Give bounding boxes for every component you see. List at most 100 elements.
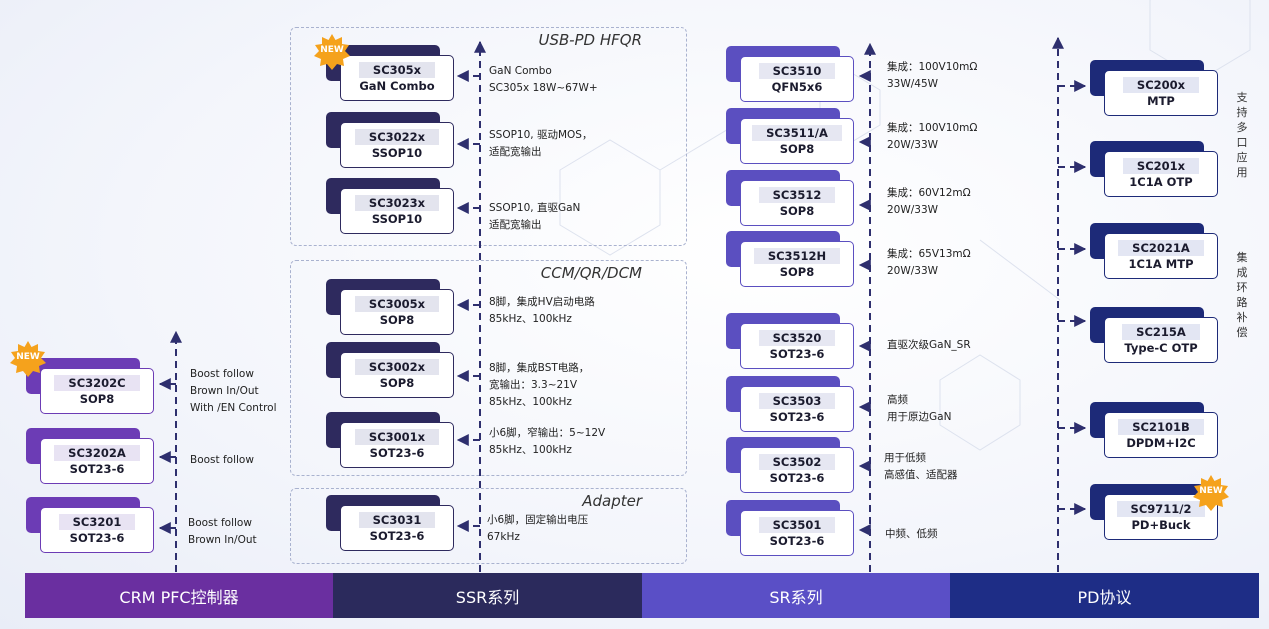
chip-package: QFN5x6 [771,80,823,94]
chip-package: Type-C OTP [1124,341,1198,355]
chip-package: SOT23-6 [769,534,825,548]
chip-name: SC3511/A [752,125,842,141]
desc-sc3512: 集成：60V12mΩ 20W/33W [887,187,971,216]
chip-package: SOT23-6 [69,531,125,545]
chip-name: SC3201 [58,514,136,530]
desc-sc3502: 用于低频 高感值、适配器 [884,452,958,481]
group-ccm-qr-dcm: CCM/QR/DCM [290,260,687,476]
chip-sc215a: SC215A Type-C OTP [1090,307,1218,365]
chip-sc2021a: SC2021A 1C1A MTP [1090,223,1218,281]
desc-sc3001x: 小6脚，窄输出：5~12V 85kHz、100kHz [489,427,606,456]
chip-package: SOP8 [379,313,415,327]
label-multi-port: 支持多口应用 [1236,91,1248,179]
new-badge-icon: NEW [9,340,47,378]
chip-sc3023x: SC3023x SSOP10 [326,178,454,236]
chip-package: SOP8 [79,392,115,406]
footer-crm-pfc: CRM PFC控制器 [25,573,333,618]
chip-package: SOP8 [779,204,815,218]
chip-sc305x: SC305x GaN Combo [326,45,454,103]
chip-package: PD+Buck [1131,518,1191,532]
desc-sc3510: 集成：100V10mΩ 33W/45W [887,61,978,90]
chip-sc3512h: SC3512H SOP8 [726,231,854,289]
chip-package: SOT23-6 [769,410,825,424]
chip-name: SC3510 [758,63,836,79]
desc-sc3022x: SSOP10, 驱动MOS， 适配宽输出 [489,129,593,158]
desc-sc3202a: Boost follow [190,454,254,466]
chip-package: SOT23-6 [769,471,825,485]
chip-sc3001x: SC3001x SOT23-6 [326,412,454,470]
chip-name: SC3202C [54,375,140,391]
desc-sc3031: 小6脚，固定输出电压 67kHz [487,514,589,543]
desc-sc3202c: Boost follow Brown In/Out With /EN Contr… [190,368,277,414]
chip-sc3005x: SC3005x SOP8 [326,279,454,337]
group-title-ccm: CCM/QR/DCM [540,264,642,282]
desc-sc3201: Boost follow Brown In/Out [188,517,257,546]
chip-sc3512: SC3512 SOP8 [726,170,854,228]
chip-name: SC3031 [358,512,436,528]
chip-name: SC3502 [758,454,836,470]
chip-name: SC9711/2 [1116,501,1206,517]
chip-package: SSOP10 [371,212,423,226]
chip-name: SC3002x [354,359,440,375]
desc-sc3503: 高频 用于原边GaN [887,394,952,423]
chip-name: SC215A [1122,324,1200,340]
footer-pd: PD协议 [950,573,1259,618]
desc-sc3005x: 8脚，集成HV启动电路 85kHz、100kHz [489,296,595,325]
chip-package: SOP8 [779,142,815,156]
chip-sc9711-2: SC9711/2 PD+Buck [1090,484,1218,542]
chip-package: GaN Combo [359,79,435,93]
new-badge-icon: NEW [1192,474,1230,512]
chip-package: SSOP10 [371,146,423,160]
label-integrated-loop: 集成环路补偿 [1236,251,1248,339]
desc-sc305x: GaN Combo SC305x 18W~67W+ [489,65,598,94]
chip-sc3002x: SC3002x SOP8 [326,342,454,400]
chip-name: SC200x [1122,77,1200,93]
chip-package: SOP8 [779,265,815,279]
chip-package: SOP8 [379,376,415,390]
chip-name: SC3202A [54,445,140,461]
chip-name: SC3022x [354,129,440,145]
group-usb-pd-hfqr: USB-PD HFQR [290,27,687,246]
chip-sc3501: SC3501 SOT23-6 [726,500,854,558]
chip-package: SOT23-6 [369,529,425,543]
chip-package: SOT23-6 [69,462,125,476]
chip-name: SC305x [358,62,436,78]
chip-sc3510: SC3510 QFN5x6 [726,46,854,104]
chip-sc3022x: SC3022x SSOP10 [326,112,454,170]
chip-package: SOT23-6 [769,347,825,361]
chip-name: SC3512H [753,248,841,264]
chip-name: SC2021A [1118,240,1204,256]
chip-sc3503: SC3503 SOT23-6 [726,376,854,434]
chip-sc3502: SC3502 SOT23-6 [726,437,854,495]
chip-package: DPDM+I2C [1126,436,1196,450]
chip-sc3202a: SC3202A SOT23-6 [26,428,154,486]
desc-sc3512h: 集成：65V13mΩ 20W/33W [887,248,971,277]
chip-name: SC3503 [758,393,836,409]
chip-name: SC3520 [758,330,836,346]
chip-sc3201: SC3201 SOT23-6 [26,497,154,555]
chip-name: SC3512 [758,187,836,203]
desc-sc3511a: 集成：100V10mΩ 20W/33W [887,122,978,151]
group-title-adapter: Adapter [582,492,642,510]
new-badge-icon: NEW [313,33,351,71]
chip-package: MTP [1147,94,1175,108]
chip-sc201x: SC201x 1C1A OTP [1090,141,1218,199]
chip-name: SC3501 [758,517,836,533]
group-adapter: Adapter [290,488,687,564]
footer-sr: SR系列 [642,573,950,618]
chip-package: 1C1A MTP [1128,257,1194,271]
desc-sc3002x: 8脚，集成BST电路， 宽输出：3.3~21V 85kHz、100kHz [489,362,590,408]
desc-sc3023x: SSOP10, 直驱GaN 适配宽输出 [489,202,581,231]
desc-sc3520: 直驱次级GaN_SR [887,339,971,351]
chip-sc3202c: SC3202C SOP8 [26,358,154,416]
chip-sc200x: SC200x MTP [1090,60,1218,118]
desc-sc3501: 中频、低频 [885,528,938,540]
chip-name: SC201x [1122,158,1200,174]
chip-sc3031: SC3031 SOT23-6 [326,495,454,553]
group-title-hfqr: USB-PD HFQR [538,31,642,49]
footer-ssr: SSR系列 [333,573,642,618]
chip-name: SC3001x [354,429,440,445]
chip-package: 1C1A OTP [1129,175,1193,189]
chip-name: SC3023x [354,195,440,211]
chip-sc3511a: SC3511/A SOP8 [726,108,854,166]
